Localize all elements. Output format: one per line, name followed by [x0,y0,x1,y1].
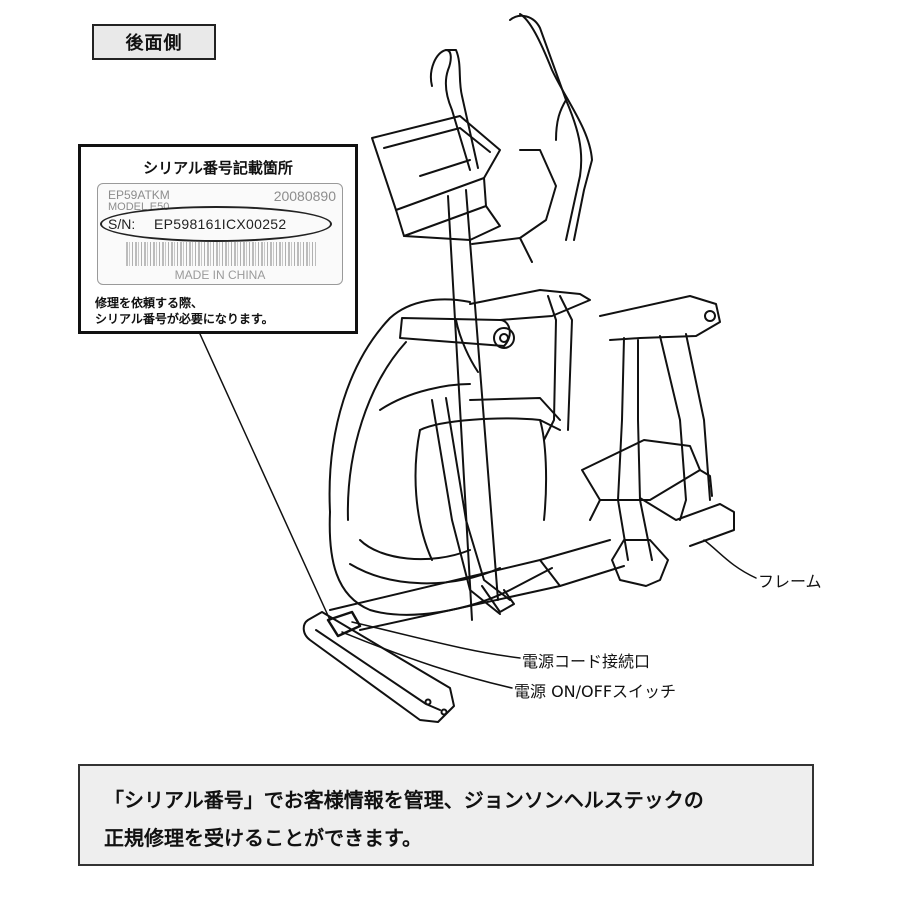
model-code: EP59ATKM [108,188,170,202]
serial-label-title: シリアル番号記載箇所 [143,159,293,177]
power-cord-callout: 電源コード接続口 [522,652,651,671]
serial-plate: EP59ATKM MODEL E50 20080890 S/N: EP59816… [97,183,343,285]
power-switch-callout: 電源 ON/OFFスイッチ [514,682,677,701]
serial-label-callout: シリアル番号記載箇所 EP59ATKM MODEL E50 20080890 S… [78,144,358,334]
rear-side-label: 後面側 [125,33,183,54]
made-in-text: MADE IN CHINA [174,268,266,282]
serial-label-note: 修理を依頼する際、 シリアル番号が必要になります。 [95,295,274,327]
date-code: 20080890 [273,188,336,204]
serial-note-line-1: 修理を依頼する際、 [95,296,204,310]
info-line-2: 正規修理を受けることができます。 [104,826,422,850]
barcode [126,242,316,266]
serial-highlight-oval [100,206,332,242]
info-line-1: 「シリアル番号」でお客様情報を管理、ジョンソンヘルステックの [104,788,704,812]
info-box: 「シリアル番号」でお客様情報を管理、ジョンソンヘルステックの 正規修理を受けるこ… [78,764,814,866]
rear-side-tag: 後面側 [92,24,216,60]
frame-callout: フレーム [758,572,822,591]
serial-note-line-2: シリアル番号が必要になります。 [95,312,274,326]
